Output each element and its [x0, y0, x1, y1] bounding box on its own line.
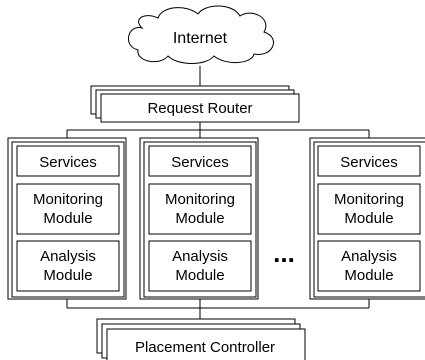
monitoring-module-box	[148, 183, 252, 235]
services-label: Services	[171, 154, 229, 171]
analysis-label-line2: Module	[344, 267, 393, 284]
request-router: Request Router	[90, 85, 300, 123]
monitoring-label-line2: Module	[43, 210, 92, 227]
analysis-module-box	[16, 240, 120, 292]
monitoring-label-line1: Monitoring	[165, 191, 235, 208]
ellipsis: ...	[273, 238, 295, 268]
monitoring-label-line2: Module	[175, 210, 224, 227]
monitoring-label-line1: Monitoring	[334, 191, 404, 208]
request-router-label: Request Router	[147, 100, 252, 117]
internet-cloud: Internet	[128, 5, 274, 64]
placement-controller-label: Placement Controller	[135, 339, 275, 356]
server-node-2: Services Monitoring Module Analysis Modu…	[139, 137, 259, 300]
monitoring-module-box	[317, 183, 421, 235]
analysis-module-box	[148, 240, 252, 292]
services-box	[317, 145, 421, 177]
analysis-label-line2: Module	[175, 267, 224, 284]
analysis-label-line1: Analysis	[341, 248, 397, 265]
monitoring-label-line2: Module	[344, 210, 393, 227]
server-node-3: Services Monitoring Module Analysis Modu…	[309, 137, 425, 300]
monitoring-label-line1: Monitoring	[33, 191, 103, 208]
analysis-label-line1: Analysis	[40, 248, 96, 265]
monitoring-module-box	[16, 183, 120, 235]
services-label: Services	[340, 154, 398, 171]
analysis-label-line1: Analysis	[172, 248, 228, 265]
services-box	[148, 145, 252, 177]
internet-label: Internet	[173, 30, 228, 47]
services-box	[16, 145, 120, 177]
analysis-module-box	[317, 240, 421, 292]
server-node-1: Services Monitoring Module Analysis Modu…	[7, 137, 127, 300]
placement-controller: Placement Controller	[96, 318, 306, 360]
analysis-label-line2: Module	[43, 267, 92, 284]
services-label: Services	[39, 154, 97, 171]
